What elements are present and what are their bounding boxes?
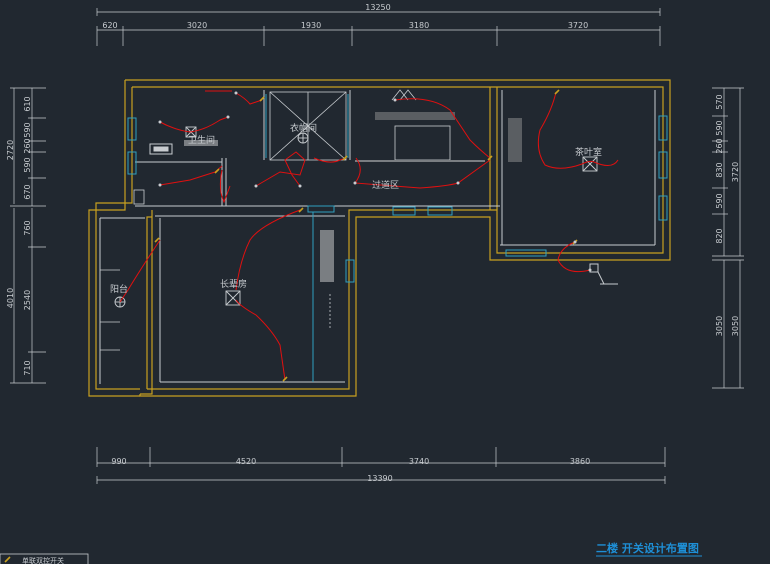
legend-label: 单联双控开关 [22, 556, 64, 564]
room-label-elder-room: 长辈房 [220, 278, 247, 290]
windows [127, 94, 668, 382]
dim-left-lower-seg-1: 760 [23, 220, 32, 235]
room-label-passage: 过道区 [372, 179, 399, 191]
dim-left-lower-seg-3: 710 [23, 360, 32, 375]
dim-top-seg-3: 1930 [301, 21, 321, 30]
drawing-title: 二楼 开关设计布置图 [596, 541, 699, 555]
dim-bottom-seg-1: 990 [111, 457, 126, 466]
dim-bottom-seg-2: 4520 [236, 457, 256, 466]
exterior-walls [88, 79, 671, 397]
ceiling-light-icon-cloakroom [297, 132, 309, 144]
dim-right-upper-total: 3720 [731, 162, 740, 182]
dim-left-lower-total: 4010 [6, 288, 15, 308]
dim-right-upper-seg-3: 260 [715, 138, 724, 153]
dim-left-upper-seg-2: 590 [23, 122, 32, 137]
room-label-cloakroom: 衣帽间 [290, 122, 317, 134]
dim-bottom-total: 13390 [367, 474, 392, 483]
room-label-tea-room: 茶叶室 [575, 146, 602, 158]
dim-top-seg-1: 620 [102, 21, 117, 30]
left-dimension-chain [10, 87, 46, 384]
switch-icon [154, 89, 578, 382]
dim-right-upper-seg-1: 570 [715, 94, 724, 109]
right-dimension-chain [712, 87, 744, 389]
room-label-balcony: 阳台 [110, 283, 128, 295]
dim-top-seg-5: 3720 [568, 21, 588, 30]
ceiling-light-icon-tea-room [582, 156, 598, 172]
dim-left-lower-seg-2: 2540 [23, 290, 32, 310]
stair-icon [391, 89, 417, 101]
outdoor-light-icon [589, 263, 618, 285]
dim-bottom-seg-4: 3860 [570, 457, 590, 466]
dim-top-seg-4: 3180 [409, 21, 429, 30]
dim-left-upper-seg-4: 590 [23, 157, 32, 172]
dim-right-upper-seg-6: 820 [715, 228, 724, 243]
room-label-bathroom: 卫生间 [188, 134, 215, 146]
dim-right-upper-seg-2: 590 [715, 120, 724, 135]
dim-right-upper-seg-4: 830 [715, 162, 724, 177]
dim-right-upper-seg-5: 590 [715, 193, 724, 208]
junction-points [158, 91, 592, 272]
dim-top-total: 13250 [365, 3, 390, 12]
dim-left-upper-seg-5: 670 [23, 184, 32, 199]
dim-left-upper-total: 2720 [6, 140, 15, 160]
dim-left-upper-seg-3: 260 [23, 138, 32, 153]
dim-top-seg-2: 3020 [187, 21, 207, 30]
legend-box: 单联双控开关 [0, 553, 89, 564]
dim-right-lower-total: 3050 [731, 316, 740, 336]
dim-bottom-seg-3: 3740 [409, 457, 429, 466]
interior-walls [99, 90, 656, 384]
dim-left-upper-seg-1: 610 [23, 96, 32, 111]
dim-right-lower-segment: 3050 [715, 316, 724, 336]
bottom-dimension-chain [96, 447, 666, 484]
switch-wiring [119, 90, 619, 381]
fixtures [100, 91, 522, 351]
top-dimension-chain [96, 8, 661, 46]
toilet-icon [149, 143, 173, 155]
